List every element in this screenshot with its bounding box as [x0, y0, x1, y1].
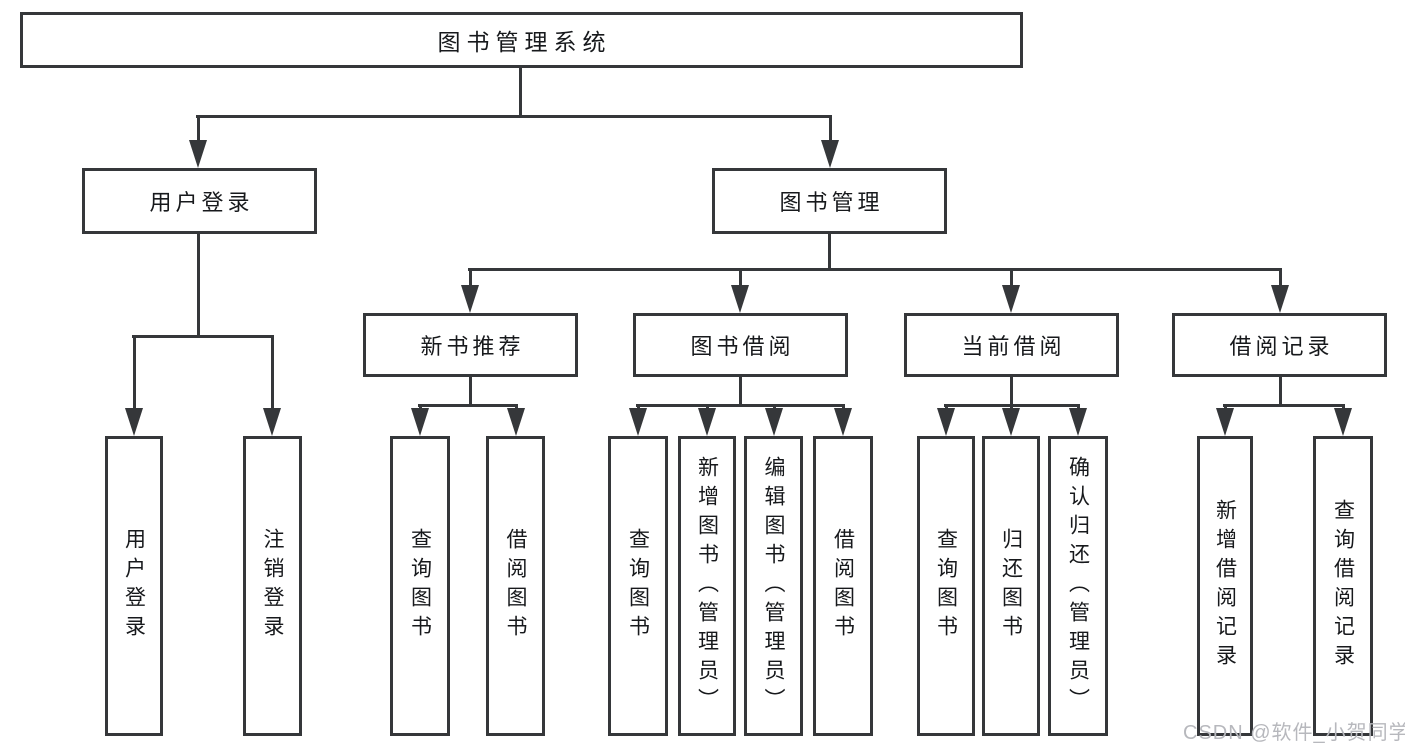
- leaf-query-book-2: 查询图书: [608, 436, 668, 736]
- arrow-down-icon: [821, 140, 839, 168]
- connector-stem: [829, 115, 832, 148]
- connector-hline: [132, 335, 274, 338]
- node-user-login: 用户登录: [82, 168, 317, 234]
- connector-stem: [1010, 377, 1013, 407]
- connector-stem: [133, 335, 136, 415]
- arrow-down-icon: [834, 408, 852, 436]
- connector-stem: [1279, 377, 1282, 407]
- arrow-down-icon: [507, 408, 525, 436]
- leaf-borrow-book-2: 借阅图书: [813, 436, 873, 736]
- connector-stem: [197, 234, 200, 338]
- leaf-logout: 注销登录: [243, 436, 302, 736]
- arrow-down-icon: [1271, 285, 1289, 313]
- arrow-down-icon: [731, 285, 749, 313]
- arrow-down-icon: [1069, 408, 1087, 436]
- leaf-query-book-3: 查询图书: [917, 436, 975, 736]
- arrow-down-icon: [1216, 408, 1234, 436]
- arrow-down-icon: [1002, 408, 1020, 436]
- arrow-down-icon: [698, 408, 716, 436]
- arrow-down-icon: [461, 285, 479, 313]
- leaf-add-borrow-record: 新增借阅记录: [1197, 436, 1253, 736]
- connector-stem: [271, 335, 274, 415]
- connector-hline: [418, 404, 518, 407]
- connector-stem: [739, 268, 742, 292]
- leaf-add-book-admin: 新增图书（管理员）: [678, 436, 736, 736]
- node-root: 图书管理系统: [20, 12, 1023, 68]
- arrow-down-icon: [411, 408, 429, 436]
- connector-stem: [469, 377, 472, 407]
- leaf-edit-book-admin: 编辑图书（管理员）: [744, 436, 803, 736]
- connector-root-hline: [196, 115, 832, 118]
- arrow-down-icon: [1002, 285, 1020, 313]
- connector-stem: [739, 377, 742, 407]
- connector-stem: [197, 115, 200, 148]
- node-borrow-record: 借阅记录: [1172, 313, 1387, 377]
- connector-stem: [1010, 268, 1013, 292]
- node-book-borrow: 图书借阅: [633, 313, 848, 377]
- connector-stem: [828, 234, 831, 271]
- arrow-down-icon: [765, 408, 783, 436]
- leaf-user-login: 用户登录: [105, 436, 163, 736]
- leaf-query-book-1: 查询图书: [390, 436, 450, 736]
- arrow-down-icon: [1334, 408, 1352, 436]
- connector-hline: [636, 404, 845, 407]
- node-new-book-recommend: 新书推荐: [363, 313, 578, 377]
- leaf-confirm-return-admin: 确认归还（管理员）: [1048, 436, 1108, 736]
- arrow-down-icon: [189, 140, 207, 168]
- connector-stem: [1279, 268, 1282, 292]
- node-current-borrow: 当前借阅: [904, 313, 1119, 377]
- arrow-down-icon: [937, 408, 955, 436]
- arrow-down-icon: [263, 408, 281, 436]
- arrow-down-icon: [629, 408, 647, 436]
- arrow-down-icon: [125, 408, 143, 436]
- leaf-borrow-book-1: 借阅图书: [486, 436, 545, 736]
- connector-stem: [469, 268, 472, 292]
- leaf-query-borrow-record: 查询借阅记录: [1313, 436, 1373, 736]
- leaf-return-book: 归还图书: [982, 436, 1040, 736]
- csdn-watermark: CSDN @软件_小贺同学: [1183, 722, 1405, 744]
- node-book-management: 图书管理: [712, 168, 947, 234]
- connector-hline: [1223, 404, 1345, 407]
- connector-root-stem: [519, 68, 522, 117]
- connector-hline: [468, 268, 1282, 271]
